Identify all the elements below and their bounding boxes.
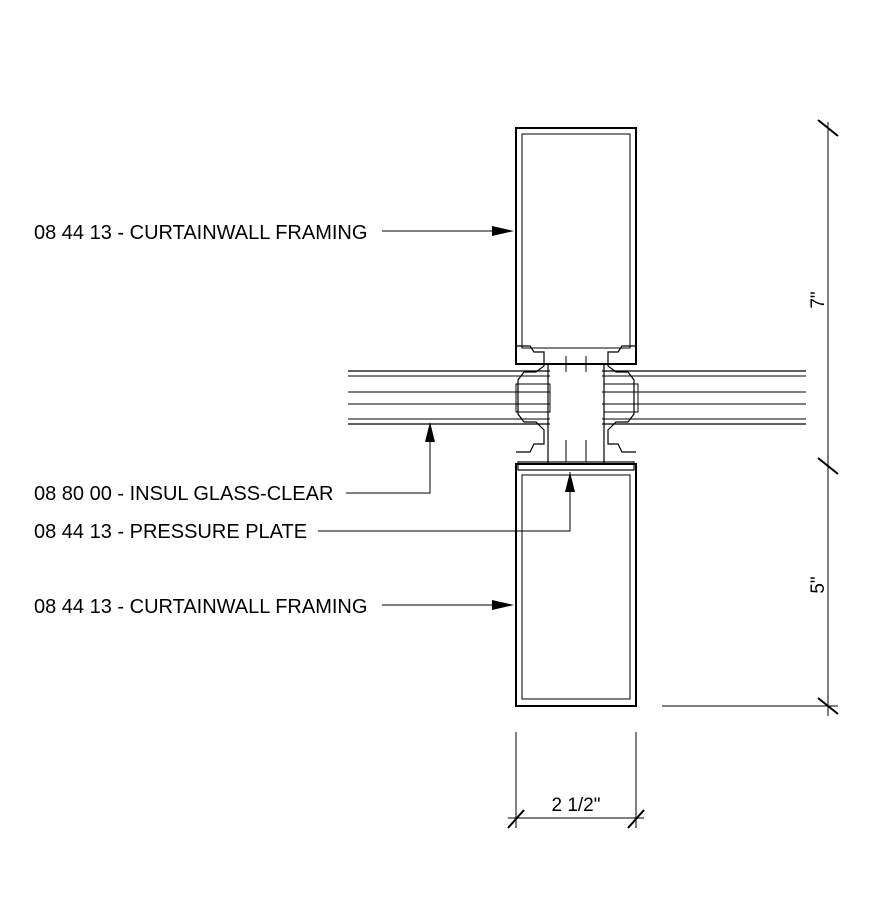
vertical-dimension [662, 119, 839, 716]
leader-pressure-plate [318, 472, 575, 532]
label-curtainwall-framing-top: 08 44 13 - CURTAINWALL FRAMING [34, 222, 367, 244]
leader-framing-bottom [382, 600, 514, 610]
pressure-plate [517, 461, 635, 471]
left-glass-unit [348, 370, 550, 425]
leader-insul-glass [346, 422, 435, 494]
label-insul-glass: 08 80 00 - INSUL GLASS-CLEAR [34, 483, 333, 505]
dimension-bottom-height: 5" [808, 576, 829, 593]
lower-framing-member [515, 463, 637, 707]
upper-framing-member [515, 127, 637, 365]
right-glass-unit [602, 370, 806, 425]
leader-framing-top [382, 226, 514, 236]
dimension-top-height: 7" [808, 291, 829, 308]
dimension-width: 2 1/2" [551, 795, 600, 816]
center-node [515, 345, 639, 465]
horizontal-dimension [507, 732, 645, 829]
label-pressure-plate: 08 44 13 - PRESSURE PLATE [34, 521, 307, 543]
label-curtainwall-framing-bottom: 08 44 13 - CURTAINWALL FRAMING [34, 596, 367, 618]
